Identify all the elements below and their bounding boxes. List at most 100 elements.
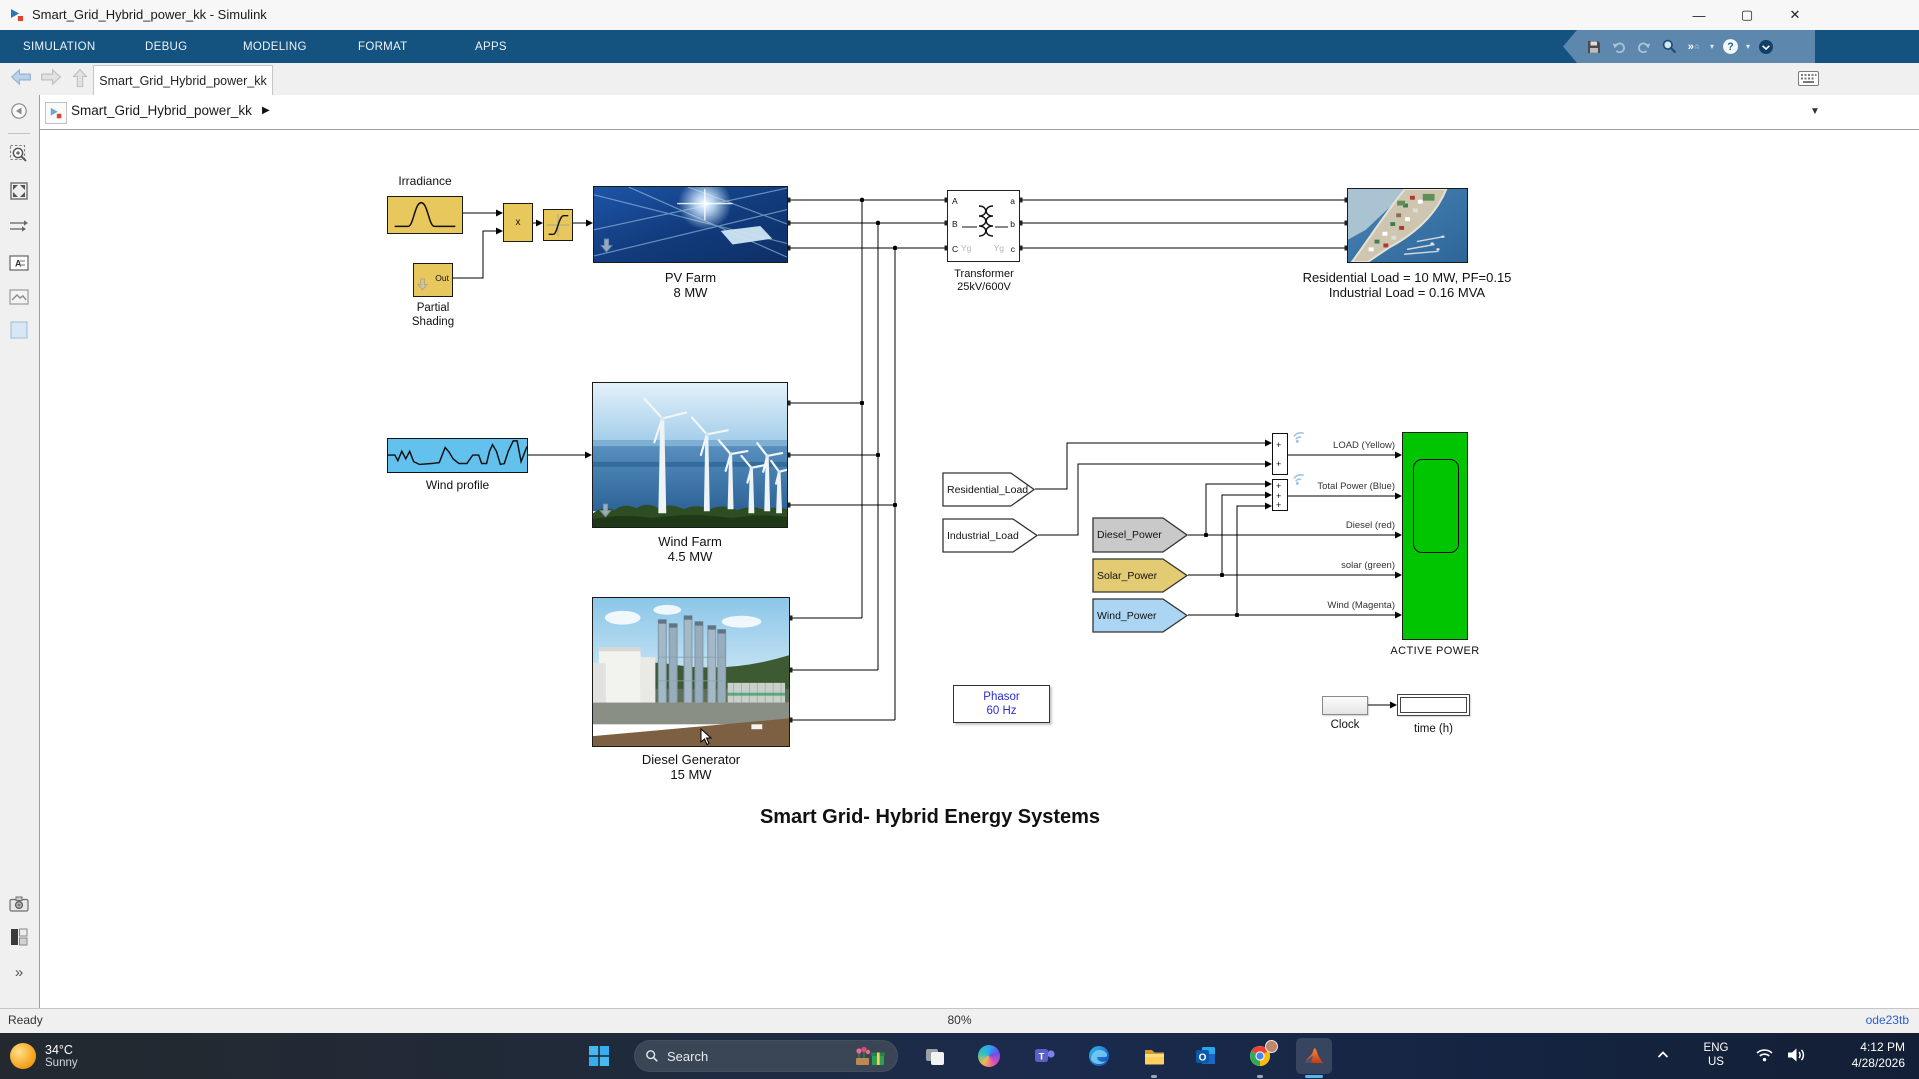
document-tab[interactable]: Smart_Grid_Hybrid_power_kk	[93, 65, 273, 95]
tab-modeling[interactable]: MODELING	[243, 30, 307, 63]
breadcrumb-dropdown-icon[interactable]: ▼	[1810, 106, 1820, 117]
chrome-button[interactable]	[1242, 1038, 1278, 1074]
screenshot-camera-icon[interactable]	[8, 893, 30, 915]
language-line1: ENG	[1694, 1041, 1738, 1055]
signal-label-solar: solar (green)	[1245, 560, 1395, 571]
annotation-icon[interactable]: A	[8, 252, 30, 274]
teams-button[interactable]: T	[1026, 1038, 1062, 1074]
from-tag-residential-load[interactable]: Residential_Load	[942, 472, 1035, 507]
signal-label-diesel: Diesel (red)	[1245, 520, 1395, 531]
breadcrumb-model-name[interactable]: Smart_Grid_Hybrid_power_kk	[71, 103, 252, 118]
search-placeholder: Search	[667, 1049, 845, 1064]
power-plant-image	[593, 598, 789, 746]
copilot-button[interactable]	[971, 1038, 1007, 1074]
breadcrumb: Smart_Grid_Hybrid_power_kk ▶ ▼	[40, 95, 1919, 130]
edge-button[interactable]	[1081, 1038, 1117, 1074]
help-dropdown-icon[interactable]: ▾	[1746, 42, 1750, 51]
tab-debug[interactable]: DEBUG	[145, 30, 187, 63]
wind-farm-block[interactable]	[592, 382, 788, 528]
redo-icon[interactable]	[1635, 38, 1653, 56]
zoom-region-icon[interactable]	[8, 143, 30, 165]
partial-shading-label: Partial Shading	[393, 302, 473, 329]
irradiance-label: Irradiance	[387, 174, 463, 188]
time-display-block[interactable]	[1397, 694, 1470, 716]
signal-routing-icon[interactable]	[8, 215, 30, 237]
weather-temp: 34°C	[45, 1043, 78, 1057]
product-block[interactable]: x	[503, 203, 533, 242]
weather-widget[interactable]: 34°C Sunny	[10, 1038, 160, 1074]
outlook-button[interactable]: O	[1188, 1038, 1224, 1074]
from-tag-solar-power[interactable]: Solar_Power	[1092, 558, 1188, 593]
file-explorer-button[interactable]	[1136, 1038, 1172, 1074]
pv-farm-block[interactable]	[593, 186, 788, 263]
palette-sidebar: A »	[0, 95, 40, 1008]
from-tag-diesel-power[interactable]: Diesel_Power	[1092, 517, 1188, 553]
document-tab-row: Smart_Grid_Hybrid_power_kk	[0, 63, 1919, 96]
clock-label: Clock	[1302, 719, 1388, 733]
forward-icon[interactable]	[40, 68, 62, 88]
matlab-simulink-button[interactable]	[1296, 1038, 1332, 1074]
task-view-button[interactable]	[917, 1038, 953, 1074]
undo-icon[interactable]	[1610, 38, 1628, 56]
minimize-button[interactable]: —	[1675, 0, 1723, 30]
help-icon[interactable]: ?	[1721, 38, 1739, 56]
maximize-button[interactable]: ▢	[1723, 0, 1771, 30]
volume-icon[interactable]	[1786, 1046, 1806, 1069]
folder-icon	[1142, 1044, 1167, 1069]
save-icon[interactable]	[1585, 38, 1603, 56]
guide-dropdown-icon[interactable]: ▾	[1710, 42, 1714, 51]
transformer-label: Transformer 25kV/600V	[917, 268, 1051, 294]
phasor-block[interactable]: Phasor 60 Hz	[953, 685, 1050, 723]
scope-label: ACTIVE POWER	[1370, 645, 1500, 658]
guide-icon[interactable]: »☆	[1685, 38, 1703, 56]
hide-browser-icon[interactable]	[8, 100, 30, 122]
quick-access-toolbar: »☆ ▾ ? ▾	[1563, 30, 1815, 63]
search-highlight-icon	[853, 1045, 887, 1067]
start-button[interactable]	[581, 1038, 617, 1074]
coastal-town-image	[1348, 189, 1467, 262]
solver-link[interactable]: ode23tb	[1866, 1013, 1909, 1027]
active-power-scope-block[interactable]	[1402, 432, 1468, 640]
keyboard-icon[interactable]	[1798, 71, 1819, 91]
area-box-icon[interactable]	[8, 319, 30, 341]
from-tag-wind-power[interactable]: Wind_Power	[1092, 598, 1188, 633]
fit-to-view-icon[interactable]	[8, 180, 30, 202]
tab-apps[interactable]: APPS	[475, 30, 507, 63]
back-icon[interactable]	[10, 68, 32, 88]
saturation-block[interactable]	[543, 209, 573, 241]
up-icon[interactable]	[70, 68, 92, 88]
dock-panels-icon[interactable]	[8, 926, 30, 948]
residential-load-block[interactable]	[1347, 188, 1468, 263]
saturation-curve-icon	[544, 210, 572, 240]
expand-palette-icon[interactable]: »	[8, 961, 30, 983]
scope-screen	[1413, 459, 1459, 553]
partial-shading-block[interactable]: Out	[413, 263, 453, 297]
tab-format[interactable]: FORMAT	[358, 30, 408, 63]
signal-label-load: LOAD (Yellow)	[1245, 440, 1395, 451]
diesel-generator-block[interactable]	[592, 597, 790, 747]
wifi-icon[interactable]	[1755, 1047, 1774, 1068]
taskbar-clock[interactable]: 4:12 PM 4/28/2026	[1852, 1040, 1905, 1071]
copilot-icon	[978, 1045, 1000, 1067]
language-indicator[interactable]: ENG US	[1694, 1041, 1738, 1070]
active-indicator	[1305, 1075, 1323, 1078]
close-button[interactable]: ✕	[1771, 0, 1819, 30]
solar-panel-image	[594, 187, 787, 262]
clock-block[interactable]	[1322, 696, 1368, 715]
irradiance-block[interactable]	[387, 196, 463, 234]
minimize-ribbon-icon[interactable]	[1757, 38, 1775, 56]
winding-coils-icon	[948, 191, 1021, 263]
svg-text:O: O	[1199, 1053, 1207, 1064]
weather-desc: Sunny	[45, 1057, 78, 1069]
pv-farm-label: PV Farm 8 MW	[593, 270, 788, 301]
profile-avatar	[1265, 1040, 1278, 1053]
from-tag-industrial-load[interactable]: Industrial_Load	[942, 518, 1038, 553]
image-annotation-icon[interactable]	[8, 286, 30, 308]
wind-profile-block[interactable]	[387, 438, 528, 473]
search-box[interactable]: Search	[634, 1040, 898, 1072]
edge-icon	[1087, 1044, 1111, 1068]
transformer-block[interactable]: A B C a b c Yg Yg	[947, 190, 1020, 262]
search-icon[interactable]	[1660, 38, 1678, 56]
tray-chevron-icon[interactable]	[1655, 1047, 1671, 1068]
tab-simulation[interactable]: SIMULATION	[23, 30, 95, 63]
